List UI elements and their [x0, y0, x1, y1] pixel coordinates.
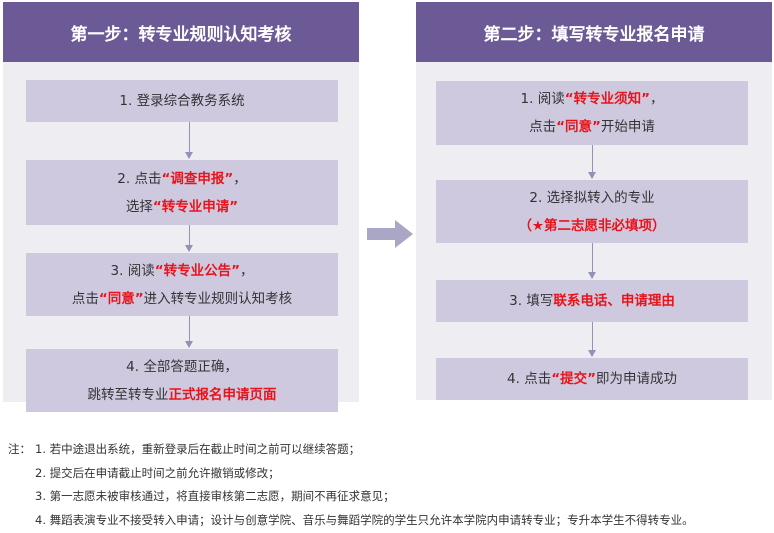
- next-step-arrow-icon: [367, 220, 413, 248]
- step1-item-1-text: 1. 登录综合教务系统: [119, 93, 245, 109]
- step1-item-3-line2-hl: “同意”: [98, 290, 144, 307]
- step1-item-4-line2-pre: 跳转至转专业: [87, 386, 169, 403]
- step1-header: 第一步：转专业规则认知考核: [3, 2, 359, 62]
- step2-item-1-line2-post: 开始申请: [600, 119, 655, 135]
- step1-item-2-line2-pre: 选择: [125, 198, 153, 215]
- step1-item-2-hl: “调查申报”: [161, 170, 234, 187]
- step2-item-1-pre: 1. 阅读: [520, 91, 565, 107]
- step1-item-2-pre: 2. 点击: [117, 170, 162, 187]
- step2-item-1-line2-pre: 点击: [529, 119, 557, 135]
- notes: 注： 1. 若中途退出系统，重新登录后在截止时间之前可以继续答题； 2. 提交后在…: [8, 438, 694, 532]
- step2-item-4-post: 即为申请成功: [595, 371, 677, 387]
- step1-item-2-post: ，: [233, 170, 247, 187]
- step1-item-2: 2. 点击“调查申报”， 选择“转专业申请”: [26, 160, 338, 225]
- step2-item-1-line2-hl: “同意”: [556, 119, 601, 135]
- step2-item-1-hl: “转专业须知”: [564, 91, 650, 107]
- step1-item-4: 4. 全部答题正确， 跳转至转专业正式报名申请页面: [26, 349, 338, 412]
- step2-item-3: 3. 填写联系电话、申请理由: [436, 280, 748, 322]
- step1-item-3-post: ，: [239, 262, 254, 279]
- step2-item-2-line1: 2. 选择拟转入的专业: [529, 189, 655, 206]
- note-row: 注： 1. 若中途退出系统，重新登录后在截止时间之前可以继续答题；: [8, 438, 694, 462]
- step2-item-1: 1. 阅读“转专业须知”， 点击“同意”开始申请: [436, 81, 748, 145]
- step1-item-1: 1. 登录综合教务系统: [26, 80, 338, 122]
- step1-item-3-pre: 3. 阅读: [110, 262, 155, 279]
- step2-item-3-pre: 3. 填写: [509, 293, 554, 309]
- note-4: 4. 舞蹈表演专业不接受转入申请；设计与创意学院、音乐与舞蹈学院的学生只允许本学…: [35, 512, 694, 527]
- step2-arrow-1: [588, 145, 596, 179]
- step2-header: 第二步：填写转专业报名申请: [416, 2, 772, 62]
- step1-arrow-2: [185, 225, 193, 252]
- step2-item-4: 4. 点击“提交”即为申请成功: [436, 358, 748, 400]
- step2-item-2: 2. 选择拟转入的专业 （★第二志愿非必填项）: [436, 180, 748, 243]
- step1-item-3: 3. 阅读“转专业公告”， 点击“同意”进入转专业规则认知考核: [26, 253, 338, 316]
- step2-item-2-line2: （★第二志愿非必填项）: [518, 217, 666, 234]
- step1-item-3-hl: “转专业公告”: [154, 262, 240, 279]
- step1-item-3-line2-pre: 点击: [71, 290, 99, 307]
- notes-prefix: 注：: [8, 442, 31, 456]
- step2-item-3-hl: 联系电话、申请理由: [553, 293, 675, 309]
- step1-item-4-line2-hl: 正式报名申请页面: [168, 386, 277, 403]
- step2-item-4-hl: “提交”: [551, 371, 596, 387]
- step1-arrow-1: [185, 122, 193, 159]
- note-2: 2. 提交后在申请截止时间之前允许撤销或修改；: [35, 465, 280, 480]
- step2-arrow-3: [588, 322, 596, 357]
- note-row: 2. 提交后在申请截止时间之前允许撤销或修改；: [8, 462, 694, 486]
- note-row: 3. 第一志愿未被审核通过，将直接审核第二志愿，期间不再征求意见；: [8, 485, 694, 509]
- step1-item-2-line2-hl: “转专业申请”: [152, 198, 239, 215]
- step2-item-1-post: ，: [649, 91, 664, 107]
- step1-arrow-3: [185, 316, 193, 348]
- note-row: 4. 舞蹈表演专业不接受转入申请；设计与创意学院、音乐与舞蹈学院的学生只允许本学…: [8, 509, 694, 533]
- note-1: 1. 若中途退出系统，重新登录后在截止时间之前可以继续答题；: [35, 442, 361, 456]
- step2-item-4-pre: 4. 点击: [507, 371, 552, 387]
- step1-item-3-line2-post: 进入转专业规则认知考核: [143, 290, 293, 307]
- step2-arrow-2: [588, 243, 596, 279]
- note-3: 3. 第一志愿未被审核通过，将直接审核第二志愿，期间不再征求意见；: [35, 489, 395, 503]
- step1-item-4-line1: 4. 全部答题正确，: [126, 358, 238, 375]
